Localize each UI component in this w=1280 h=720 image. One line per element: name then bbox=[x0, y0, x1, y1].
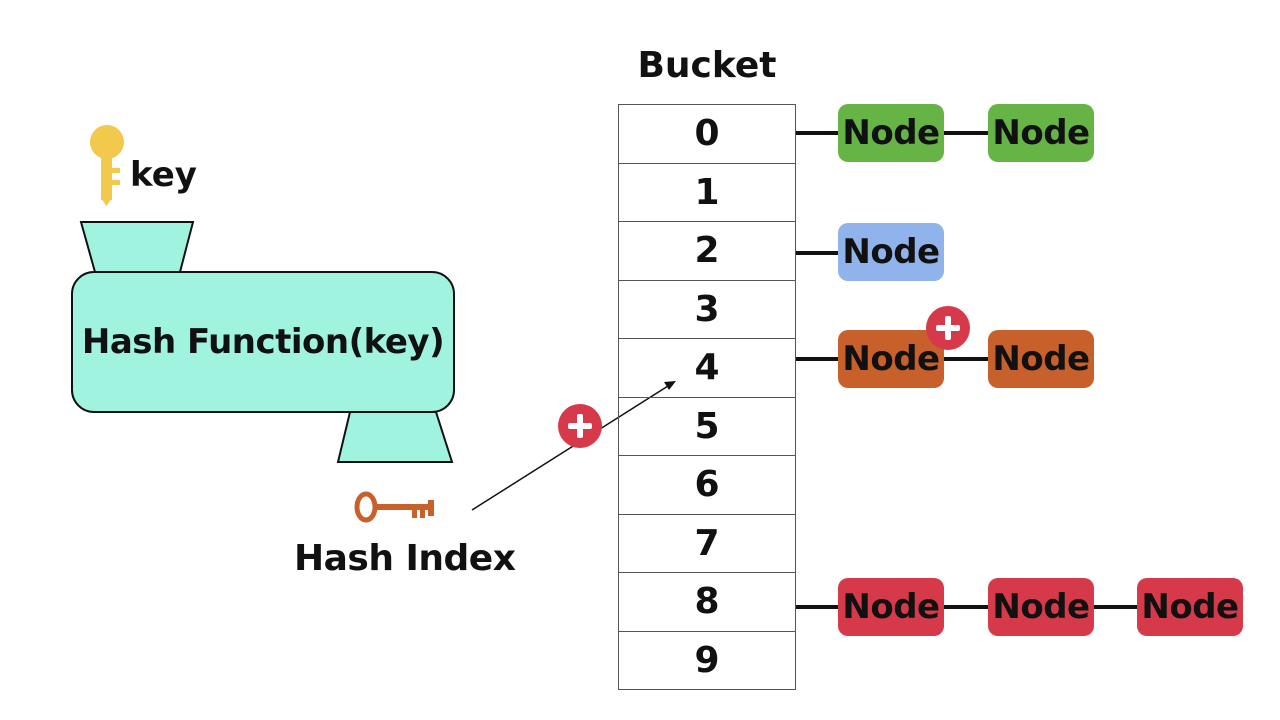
bucket-cell: 6 bbox=[618, 456, 796, 515]
node-bucket-4-1: Node bbox=[838, 330, 944, 388]
plus-badge-icon bbox=[558, 404, 602, 448]
bucket-cell: 1 bbox=[618, 163, 796, 222]
plus-badge-icon bbox=[926, 306, 970, 350]
hash-function-label: Hash Function(key) bbox=[81, 322, 445, 362]
node-bucket-8-1: Node bbox=[838, 578, 944, 636]
key-label: key bbox=[130, 155, 197, 195]
golden-key-icon bbox=[90, 125, 124, 206]
copper-key-icon bbox=[354, 491, 434, 523]
bucket-table: 0 1 2 3 4 5 6 7 8 9 bbox=[618, 104, 796, 690]
hash-index-arrow bbox=[471, 381, 676, 511]
chain-link bbox=[796, 131, 840, 135]
hash-function-machine bbox=[71, 271, 455, 413]
machine-output-funnel bbox=[336, 411, 454, 463]
bucket-cell: 9 bbox=[618, 631, 796, 690]
bucket-cell: 2 bbox=[618, 222, 796, 281]
chain-link bbox=[1094, 605, 1140, 609]
chain-link bbox=[796, 357, 840, 361]
chain-link bbox=[944, 605, 990, 609]
chain-link bbox=[796, 251, 840, 255]
hash-index-label: Hash Index bbox=[294, 538, 516, 579]
node-bucket-8-3: Node bbox=[1137, 578, 1243, 636]
bucket-cell: 8 bbox=[618, 573, 796, 632]
bucket-cell: 7 bbox=[618, 514, 796, 573]
node-bucket-0-1: Node bbox=[838, 104, 944, 162]
bucket-cell: 3 bbox=[618, 280, 796, 339]
node-bucket-0-2: Node bbox=[988, 104, 1094, 162]
chain-link bbox=[796, 605, 840, 609]
node-bucket-4-2: Node bbox=[988, 330, 1094, 388]
chain-link bbox=[944, 131, 990, 135]
bucket-title: Bucket bbox=[637, 45, 777, 86]
node-bucket-8-2: Node bbox=[988, 578, 1094, 636]
bucket-cell: 0 bbox=[618, 105, 796, 164]
bucket-cell: 5 bbox=[618, 397, 796, 456]
chain-link bbox=[944, 357, 990, 361]
machine-input-funnel bbox=[79, 221, 195, 273]
node-bucket-2-1: Node bbox=[838, 223, 944, 281]
bucket-cell: 4 bbox=[618, 339, 796, 398]
